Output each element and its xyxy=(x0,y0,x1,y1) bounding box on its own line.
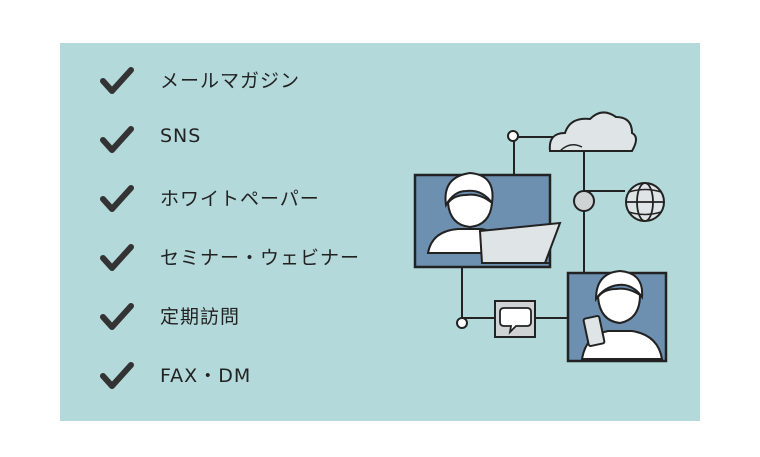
check-icon xyxy=(100,303,134,330)
list-item: セミナー・ウェビナー xyxy=(60,237,420,277)
video-window-lower xyxy=(566,269,668,363)
item-label: SNS xyxy=(160,125,202,147)
network-illustration xyxy=(413,111,668,363)
item-label: FAX・DM xyxy=(160,365,252,387)
item-label: 定期訪問 xyxy=(160,306,241,328)
item-label: セミナー・ウェビナー xyxy=(160,247,361,269)
list-item: メールマガジン xyxy=(60,60,420,100)
list-item: FAX・DM xyxy=(60,355,420,395)
list-item: SNS xyxy=(60,119,420,159)
list-item: ホワイトペーパー xyxy=(60,178,420,218)
item-label: ホワイトペーパー xyxy=(160,188,320,210)
hub-node xyxy=(573,190,595,212)
chat-bubble-icon xyxy=(494,300,536,338)
checklist: メールマガジン SNS ホワイトペーパー セミナー・ウェビナー 定期訪問 xyxy=(60,43,420,421)
content-panel: メールマガジン SNS ホワイトペーパー セミナー・ウェビナー 定期訪問 xyxy=(60,43,700,421)
check-icon xyxy=(100,67,134,94)
list-item: 定期訪問 xyxy=(60,296,420,336)
check-icon xyxy=(100,362,134,389)
check-icon xyxy=(100,244,134,271)
cloud-icon xyxy=(548,111,637,152)
node-dot xyxy=(507,130,519,142)
check-icon xyxy=(100,126,134,153)
node-dot xyxy=(456,317,468,329)
video-window-upper xyxy=(413,171,562,269)
item-label: メールマガジン xyxy=(160,70,301,92)
check-icon xyxy=(100,185,134,212)
globe-icon xyxy=(625,182,665,222)
